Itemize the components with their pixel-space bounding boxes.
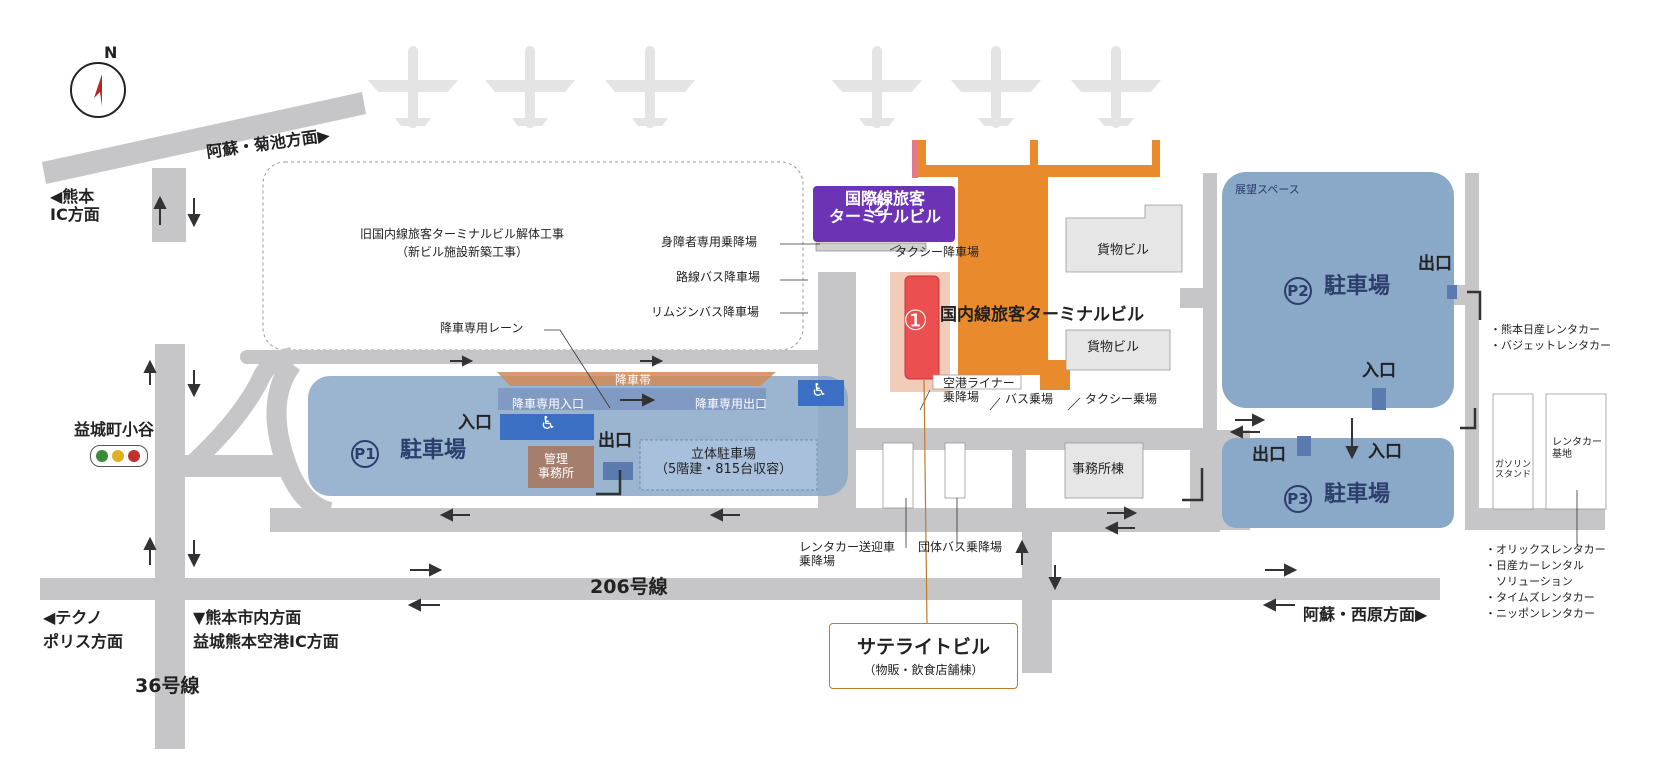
north-label: N [104, 43, 118, 62]
airplane-icons [368, 46, 1161, 128]
satellite-building-box: サテライトビル （物販・飲食店舗棟） [829, 623, 1018, 689]
rental-shuttle-label: レンタカー送迎車 乗降場 [799, 540, 896, 568]
p3-label: 駐車場 [1324, 482, 1391, 507]
dom-terminal-label: 国内線旅客ターミナルビル [940, 305, 1144, 325]
old-terminal-label: 旧国内線旅客ターミナルビル解体工事 （新ビル施設新築工事） [360, 227, 565, 259]
intl-terminal-block [813, 186, 955, 242]
p2-badge: P2 [1284, 277, 1312, 305]
airport-liner-label: 空港ライナー 乗降場 [943, 376, 1015, 404]
mgmt-office-label: 管理 事務所 [538, 452, 575, 480]
gray-buildings [882, 204, 1607, 510]
dom-terminal-block [904, 275, 940, 380]
dropoff-exit-label: 降車専用出口 [695, 397, 768, 411]
compass-needle-icon [94, 74, 102, 106]
direction-kumamoto-city: ▼熊本市内方面 益城熊本空港IC方面 [193, 608, 339, 651]
multistory-parking-label: 立体駐車場 （5階建・815台収容） [655, 447, 793, 477]
group-bus-label: 団体バス乗降場 [918, 540, 1003, 554]
p2-entrance: 入口 [1362, 361, 1396, 381]
p2-label: 駐車場 [1324, 274, 1391, 299]
rental-list-1: ・熊本日産レンタカー ・バジェットレンタカー [1490, 323, 1611, 352]
dropoff-zone-label: 降車帯 [615, 373, 652, 387]
p1-label: 駐車場 [400, 438, 467, 463]
taxi-dropoff-label: タクシー降車場 [895, 245, 980, 259]
bus-stop-label: バス乗場 [1005, 392, 1054, 406]
dropoff-entrance-label: 降車専用入口 [512, 397, 585, 411]
satellite-subtitle: （物販・飲食店舗棟） [863, 663, 984, 677]
office-building-label: 事務所棟 [1072, 462, 1125, 477]
route-bus-dropoff-label: 路線バス降車場 [676, 270, 761, 284]
p3-badge: P3 [1284, 485, 1312, 513]
parking-lots [308, 172, 1457, 528]
p1-badge: P1 [351, 440, 379, 468]
satellite-title: サテライトビル [856, 636, 990, 658]
leader-lines [544, 243, 1578, 626]
direction-techno-polis: ◀テクノ ポリス方面 [43, 608, 124, 651]
route-36-label: 36号線 [135, 675, 200, 697]
route-206-label: 206号線 [590, 576, 668, 598]
p3-exit: 出口 [1252, 445, 1286, 465]
direction-kumamoto-ic: ◀熊本 IC方面 [50, 187, 100, 225]
pier-marker [912, 140, 918, 178]
rental-list-2: ・オリックスレンタカー ・日産カーレンタル ソリューション ・タイムズレンタカー… [1485, 543, 1606, 620]
disabled-dropoff-label: 身障者専用乗降場 [661, 235, 758, 249]
compass-icon [70, 62, 126, 118]
domestic-terminal-shape [918, 140, 1160, 390]
intl-terminal-number: ② [867, 193, 891, 223]
disabled-icon-terminal: ♿ [811, 380, 828, 401]
roads [40, 92, 1605, 749]
cargo-building-1: 貨物ビル [1097, 243, 1150, 258]
dropoff-lane-label: 降車専用レーン [440, 321, 524, 335]
traffic-arrows [143, 195, 1359, 612]
turn-arrows [596, 290, 1482, 502]
mashiki-kotani-label: 益城町小谷 [74, 420, 155, 439]
intl-terminal-label: 国際線旅客 ターミナルビル [828, 189, 941, 227]
traffic-light-icon [90, 445, 148, 467]
rental-base-label: レンタカー 基地 [1552, 437, 1602, 460]
p2-exit: 出口 [1418, 254, 1452, 274]
taxi-stop-label: タクシー乗場 [1085, 392, 1158, 406]
disabled-icon-p1: ♿ [540, 413, 557, 434]
p1-entrance: 入口 [458, 413, 492, 433]
cargo-building-2: 貨物ビル [1087, 340, 1140, 355]
p1-exit: 出口 [598, 431, 632, 451]
direction-aso-nishihara: 阿蘇・西原方面▶ [1303, 605, 1428, 624]
observation-space-label: 展望スペース [1235, 183, 1300, 196]
dom-terminal-number: ① [903, 304, 929, 337]
p3-entrance: 入口 [1368, 442, 1402, 462]
gas-station-label: ガソリン スタンド [1495, 460, 1532, 481]
limousine-dropoff-label: リムジンバス降車場 [651, 305, 760, 319]
